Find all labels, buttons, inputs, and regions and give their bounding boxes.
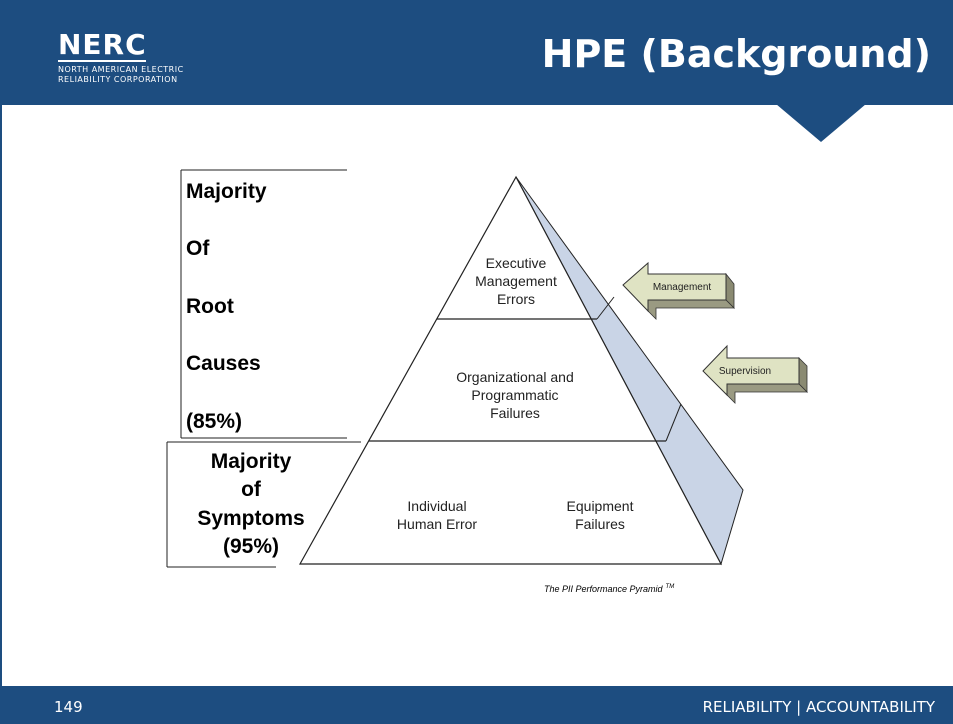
- side-divider-bottom: [665, 403, 682, 442]
- management-arrow-label: Management: [653, 282, 712, 293]
- pyramid-caption-tm: TM: [666, 584, 675, 590]
- slide-title: HPE (Background): [541, 32, 931, 76]
- symptoms-line-1: Majority: [211, 450, 292, 473]
- header-bar: [0, 0, 953, 105]
- tier-middle-line-3: Failures: [490, 405, 540, 421]
- page-number: 149: [54, 698, 83, 716]
- footer-bar: [0, 686, 953, 724]
- tier-top-line-3: Errors: [497, 291, 535, 307]
- footer-tagline: RELIABILITY | ACCOUNTABILITY: [702, 698, 935, 716]
- side-divider-top: [596, 296, 615, 320]
- tier-bottom-right-line-1: Equipment: [567, 498, 634, 514]
- tier-bottom-left-line-2: Human Error: [397, 516, 477, 532]
- management-arrow: Management: [622, 261, 735, 320]
- symptoms-line-2: of: [241, 478, 262, 501]
- logo-subtitle-line1: NORTH AMERICAN ELECTRIC: [58, 65, 184, 74]
- tier-middle-line-1: Organizational and: [456, 369, 574, 385]
- pyramid-front-face: [298, 175, 722, 565]
- root-causes-word-2: Of: [186, 237, 210, 260]
- left-edge-rule: [0, 105, 2, 686]
- logo-subtitle-line2: RELIABILITY CORPORATION: [58, 75, 178, 84]
- pyramid-caption-text: The PII Performance Pyramid: [544, 584, 664, 594]
- logo-rule: [58, 60, 146, 62]
- tier-top-line-2: Management: [475, 273, 557, 289]
- tier-top-line-1: Executive: [486, 255, 547, 271]
- tier-bottom-right-line-2: Failures: [575, 516, 625, 532]
- nerc-logo: NERC: [58, 28, 147, 61]
- tier-bottom-left-line-1: Individual: [407, 498, 466, 514]
- root-causes-word-4: Causes: [186, 352, 261, 375]
- header-notch: [776, 104, 866, 142]
- symptoms-line-4: (95%): [223, 535, 279, 558]
- root-causes-word-1: Majority: [186, 180, 267, 203]
- symptoms-line-3: Symptoms: [197, 507, 304, 530]
- root-causes-word-5: (85%): [186, 410, 242, 433]
- tier-middle-line-2: Programmatic: [471, 387, 558, 403]
- supervision-arrow: Supervision: [702, 344, 808, 404]
- root-causes-word-3: Root: [186, 295, 234, 318]
- supervision-arrow-label: Supervision: [719, 366, 771, 377]
